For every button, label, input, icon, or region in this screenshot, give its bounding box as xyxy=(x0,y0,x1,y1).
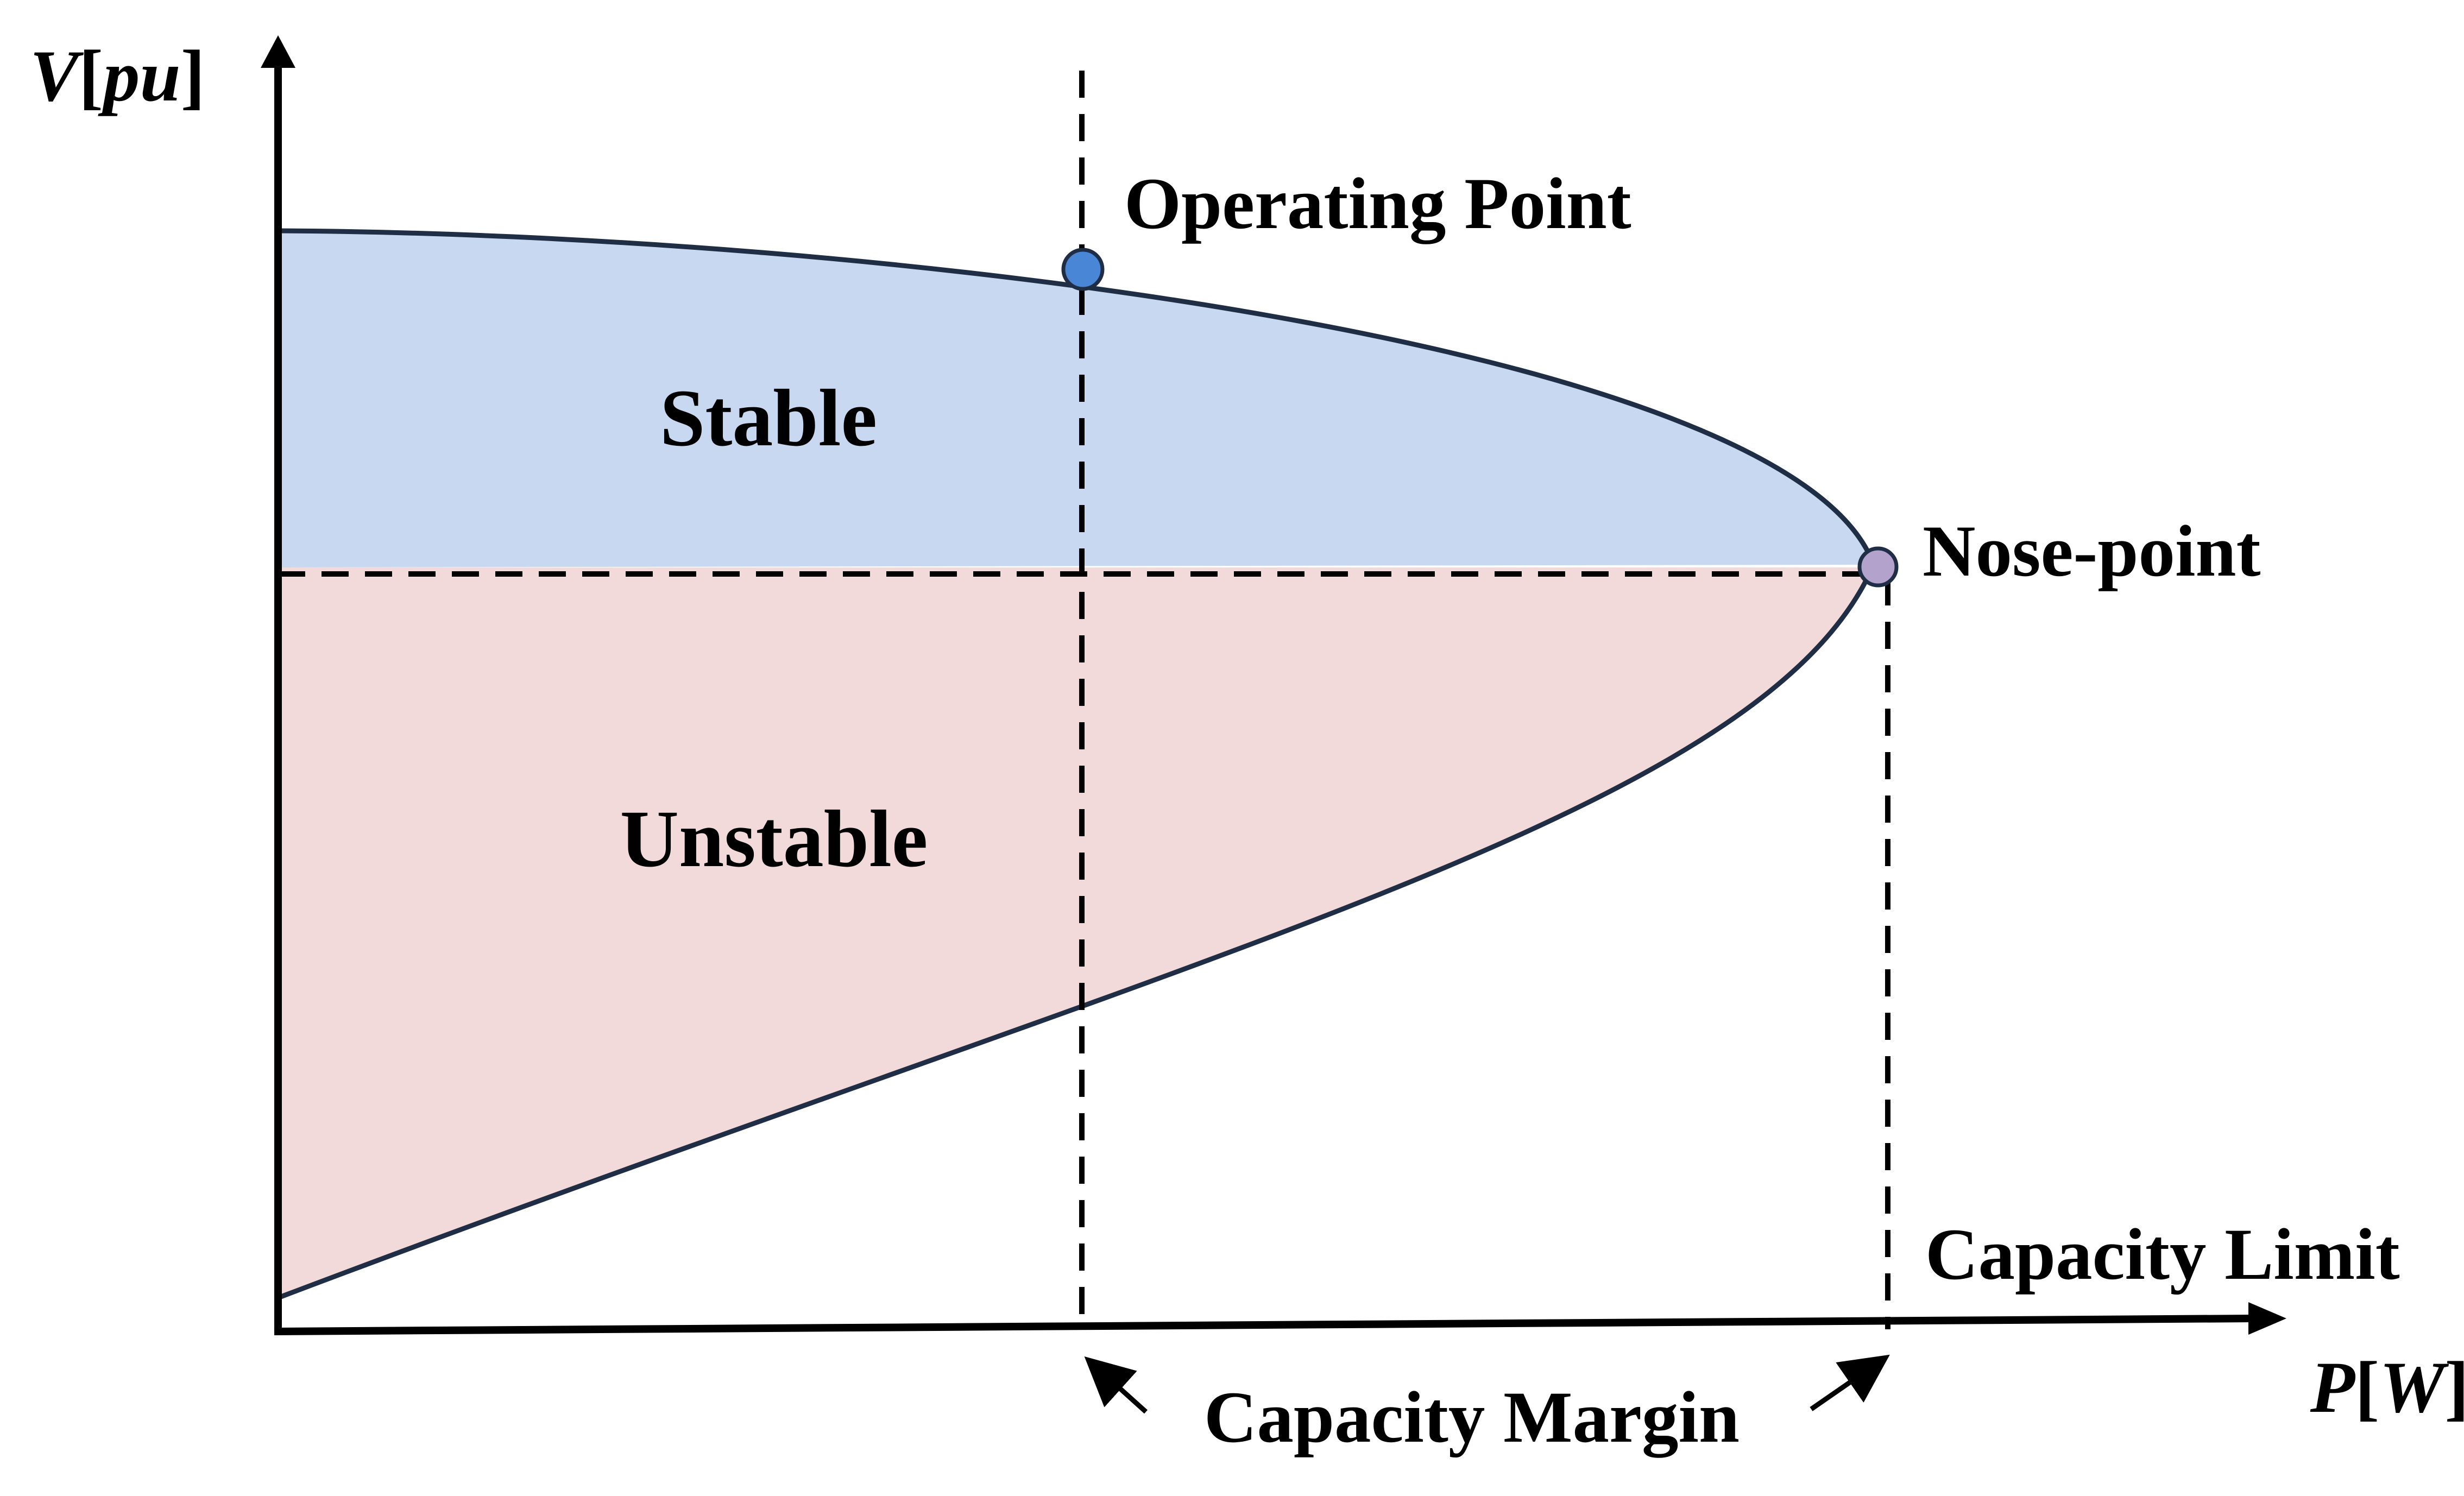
x-axis-label: P[W] xyxy=(2310,1347,2464,1428)
unstable-region xyxy=(278,567,1874,1298)
stable-region xyxy=(278,231,1874,567)
nose-point-marker xyxy=(1857,546,1899,588)
y-axis-label: V[pu] xyxy=(30,36,205,117)
x-axis-arrowhead xyxy=(2248,1302,2286,1335)
y-axis-arrowhead xyxy=(261,35,295,68)
margin-arrow-right xyxy=(1810,1354,1890,1411)
stable-label: Stable xyxy=(660,373,877,463)
operating-point-marker xyxy=(1061,248,1105,291)
nose-point-label: Nose-point xyxy=(1923,511,2261,592)
margin-arrow-left xyxy=(1084,1356,1148,1414)
unstable-label: Unstable xyxy=(620,794,928,884)
capacity-limit-label: Capacity Limit xyxy=(1925,1214,2400,1295)
operating-point-label: Operating Point xyxy=(1124,163,1631,244)
x-axis xyxy=(274,1315,2254,1335)
capacity-margin-label: Capacity Margin xyxy=(1204,1377,1740,1458)
